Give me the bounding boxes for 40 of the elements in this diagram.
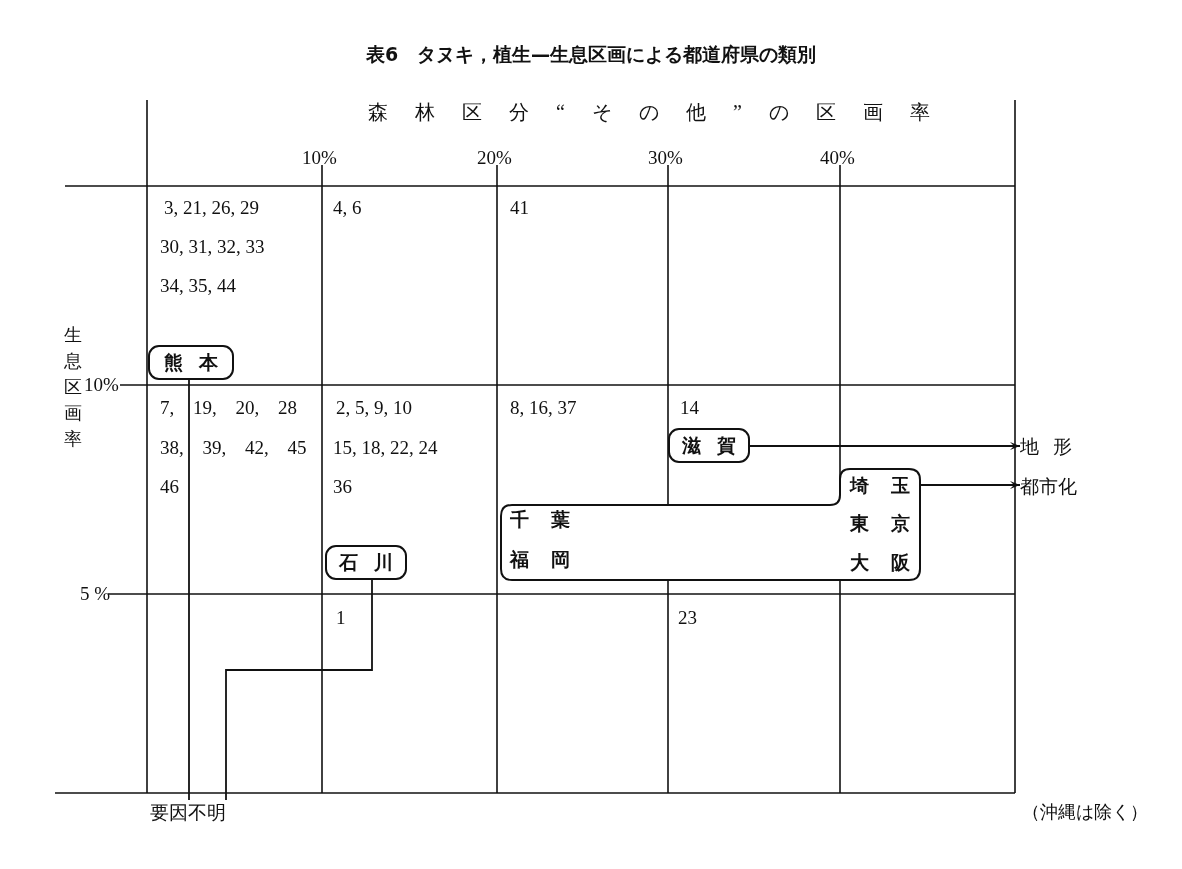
arrow [920,481,1021,489]
tick-label: 5 % [80,582,111,606]
prefecture-name: 埼玉 [850,474,932,498]
arrow [749,442,1021,450]
cell-text: 2, 5, 9, 10 [336,396,412,420]
cell-text: 1 [336,606,346,630]
tick-label: 10% [84,373,119,397]
cell-text: 46 [160,475,179,499]
connector-line [225,579,373,801]
table-title: 表6 タヌキ，植生—生息区画による都道府県の類別 [364,42,818,67]
tick-label: 10% [302,146,337,170]
cell-text: 14 [680,396,699,420]
cell-text: 15, 18, 22, 24 [333,436,438,460]
tick-label: 20% [477,146,512,170]
tick-label: 30% [648,146,683,170]
column-axis-title: 森林区分“その他”の区画率 [368,100,957,124]
prefecture-box: 石川 [325,545,407,580]
prefecture-name: 大阪 [850,551,932,575]
row-axis-title: 生息区画率 [64,324,82,451]
cell-text: 23 [678,606,697,630]
cell-text: 4, 6 [333,196,362,220]
cell-text: 30, 31, 32, 33 [160,235,265,259]
cell-text: 41 [510,196,529,220]
category-label: 都市化 [1020,474,1090,500]
note-text: （沖縄は除く） [1022,801,1148,824]
category-label: 地形 [1020,434,1090,460]
cell-text: 8, 16, 37 [510,396,577,420]
cell-text: 36 [333,475,352,499]
cell-text: 34, 35, 44 [160,274,236,298]
cell-text: 7, 19, 20, 28 [160,396,297,420]
category-label: 要因不明 [150,800,246,826]
prefecture-name: 東京 [850,512,932,536]
prefecture-name: 福岡 [510,548,592,572]
tick-label: 40% [820,146,855,170]
cell-text: 38, 39, 42, 45 [160,436,307,460]
prefecture-box: 滋賀 [668,428,750,463]
prefecture-name: 千葉 [510,508,592,532]
cell-text: 3, 21, 26, 29 [164,196,259,220]
connector-line [188,379,190,801]
prefecture-box: 熊本 [148,345,234,380]
